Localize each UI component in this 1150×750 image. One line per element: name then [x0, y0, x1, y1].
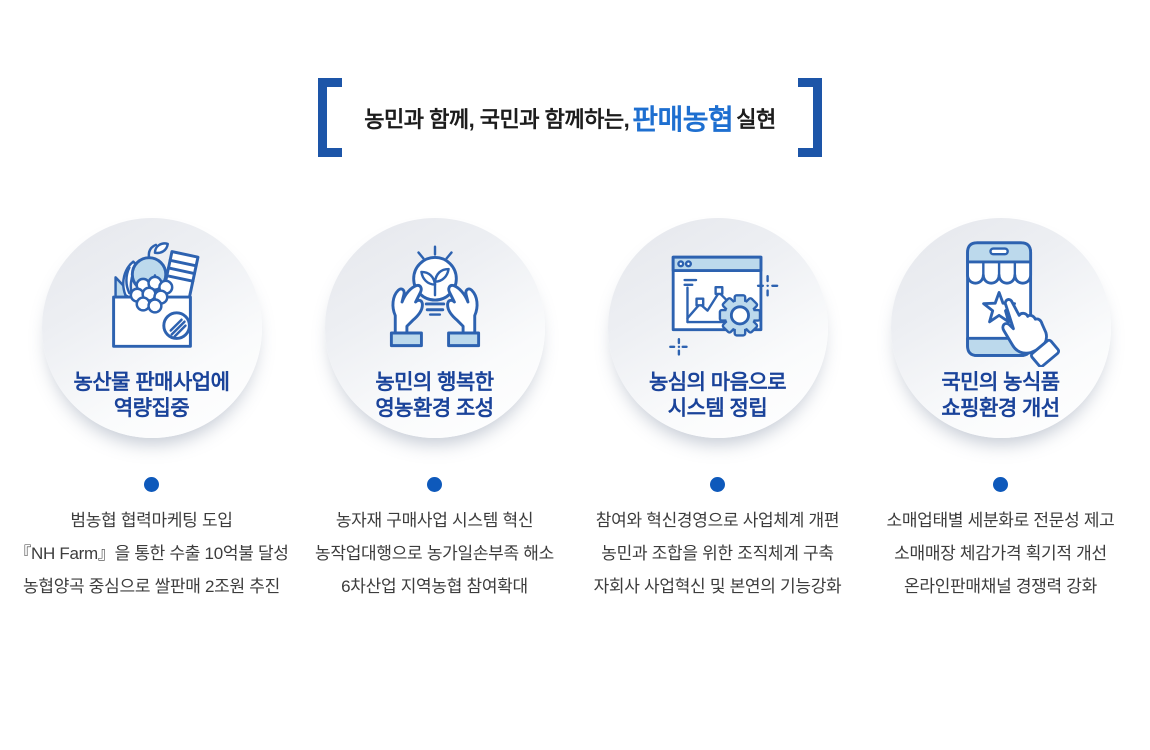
pillar-card-farming-env: 농민의 행복한 영농환경 조성 농자재 구매사업 시스템 혁신 농작업대행으로 …	[293, 0, 576, 603]
pillar-circle: 국민의 농식품 쇼핑환경 개선	[890, 218, 1111, 438]
bullet-line: 자회사 사업혁신 및 본연의 기능강화	[593, 577, 842, 596]
pillar-card-system: 농심의 마음으로 시스템 정립 참여와 혁신경영으로 사업체계 개편 농민과 조…	[576, 0, 859, 603]
bullet-dot	[710, 477, 725, 492]
page-header: 농민과 함께, 국민과 함께하는, 판매농협 실현	[318, 78, 822, 157]
bullet-list: 범농협 협력마케팅 도입 『NH Farm』을 통한 수출 10억불 달성 농협…	[14, 504, 289, 603]
pillar-title: 농심의 마음으로 시스템 정립	[648, 371, 787, 420]
bullet-line: 농협양곡 중심으로 쌀판매 2조원 추진	[23, 577, 280, 596]
pillar-title: 농산물 판매사업에 역량집중	[73, 371, 230, 420]
bullet-line: 농민과 조합을 위한 조직체계 구축	[601, 544, 834, 563]
left-bracket-decoration	[318, 78, 342, 157]
bullet-dot	[993, 477, 1008, 492]
pillar-circle: 농심의 마음으로 시스템 정립	[607, 218, 828, 438]
bullet-line: 범농협 협력마케팅 도입	[70, 511, 233, 530]
bullet-line: 6차산업 지역농협 참여확대	[341, 577, 528, 596]
page-title-suffix: 실현	[736, 106, 776, 132]
hands-lightbulb-icon	[371, 234, 499, 370]
page-title-prefix: 농민과 함께, 국민과 함께하는,	[364, 106, 630, 132]
produce-box-icon	[88, 234, 216, 370]
bullet-dot	[427, 477, 442, 492]
right-bracket-decoration	[798, 78, 822, 157]
pillar-card-shopping: 국민의 농식품 쇼핑환경 개선 소매업태별 세분화로 전문성 제고 소매매장 체…	[859, 0, 1142, 603]
page-title: 농민과 함께, 국민과 함께하는, 판매농협 실현	[342, 78, 798, 157]
bullet-line: 참여와 혁신경영으로 사업체계 개편	[595, 511, 840, 530]
pillar-title: 국민의 농식품 쇼핑환경 개선	[941, 371, 1060, 420]
bullet-line: 농자재 구매사업 시스템 혁신	[335, 511, 534, 530]
bullet-list: 참여와 혁신경영으로 사업체계 개편 농민과 조합을 위한 조직체계 구축 자회…	[594, 504, 842, 603]
bullet-list: 소매업태별 세분화로 전문성 제고 소매매장 체감가격 획기적 개선 온라인판매…	[886, 504, 1114, 603]
bullet-list: 농자재 구매사업 시스템 혁신 농작업대행으로 농가일손부족 해소 6차산업 지…	[315, 504, 554, 603]
pillar-card-sales: 농산물 판매사업에 역량집중 범농협 협력마케팅 도입 『NH Farm』을 통…	[10, 0, 293, 603]
pillars-row: 농산물 판매사업에 역량집중 범농협 협력마케팅 도입 『NH Farm』을 통…	[10, 0, 1142, 603]
bullet-line: 소매업태별 세분화로 전문성 제고	[886, 511, 1115, 530]
pillar-circle: 농민의 행복한 영농환경 조성	[324, 218, 545, 438]
pillar-circle: 농산물 판매사업에 역량집중	[41, 218, 262, 438]
bullet-line: 온라인판매채널 경쟁력 강화	[904, 577, 1097, 596]
mobile-shopping-icon	[937, 234, 1065, 370]
bullet-line: 농작업대행으로 농가일손부족 해소	[315, 544, 554, 563]
bullet-dot	[144, 477, 159, 492]
bullet-line: 『NH Farm』을 통한 수출 10억불 달성	[14, 544, 289, 563]
bullet-line: 소매매장 체감가격 획기적 개선	[894, 544, 1107, 563]
system-gear-chart-icon	[654, 234, 782, 370]
page-title-highlight: 판매농협	[632, 103, 734, 135]
pillar-title: 농민의 행복한 영농환경 조성	[375, 371, 494, 420]
